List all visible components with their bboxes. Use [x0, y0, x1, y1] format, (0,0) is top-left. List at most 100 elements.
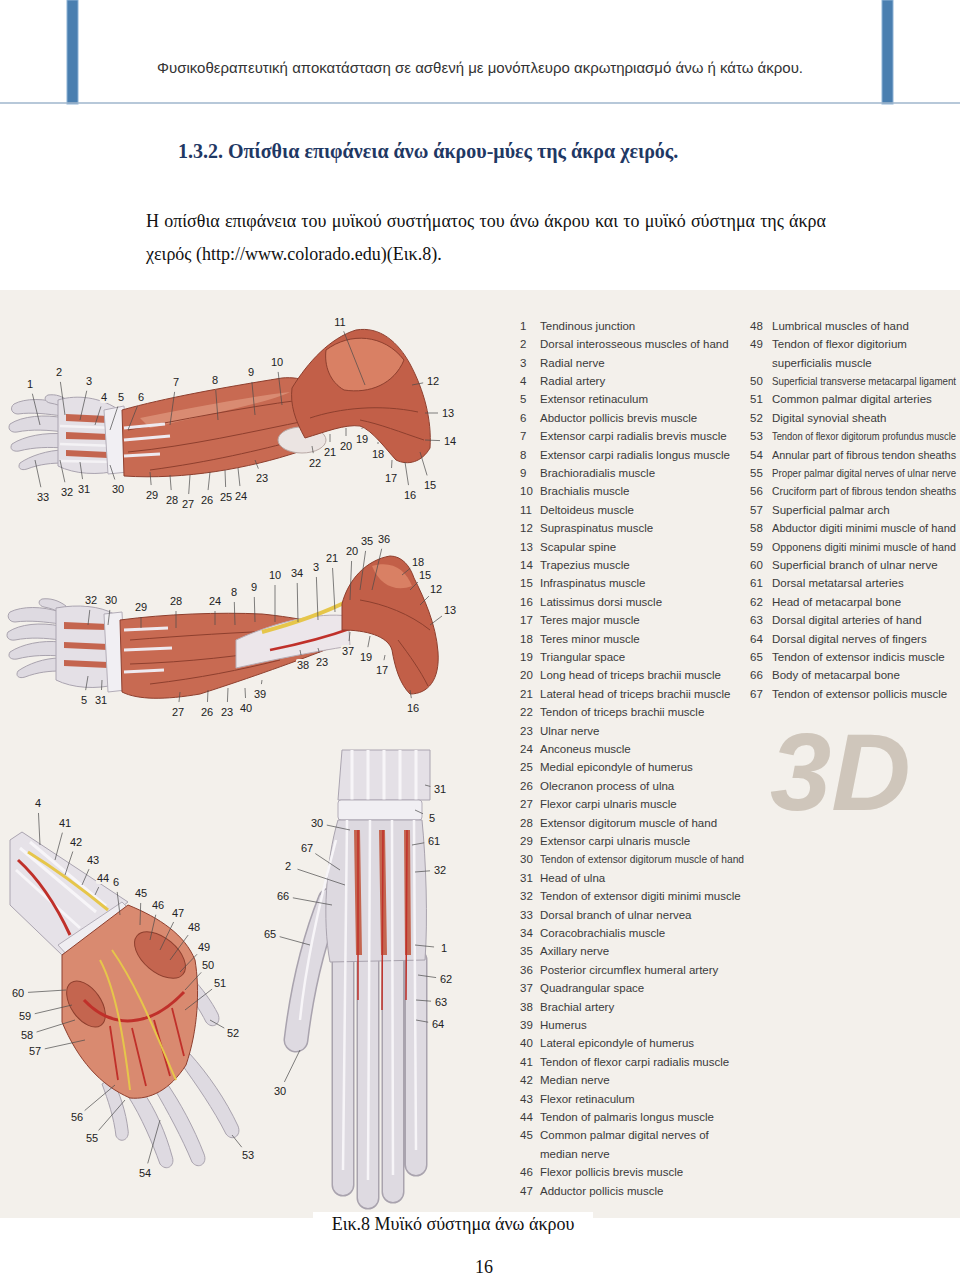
key-number: 37	[520, 979, 533, 997]
leader-line	[410, 690, 411, 698]
leader-line	[420, 452, 427, 475]
key-term: Infraspinatus muscle	[540, 574, 645, 592]
callout-number: 24	[208, 595, 222, 607]
leader-line	[170, 475, 171, 490]
leader-line	[293, 898, 332, 905]
key-term: Brachioradialis muscle	[540, 464, 655, 482]
callout-number: 53	[241, 1149, 255, 1161]
key-term: Olecranon process of ulna	[540, 777, 674, 795]
leader-line	[170, 392, 175, 425]
leader-line	[140, 903, 142, 925]
hand-palmar-view	[84, 992, 184, 1021]
key-term: Body of metacarpal bone	[772, 666, 900, 684]
leader-line	[37, 1020, 75, 1032]
key-number: 10	[520, 482, 533, 500]
callout-number: 8	[230, 586, 238, 598]
key-number: 66	[750, 666, 763, 684]
callout-number: 22	[308, 457, 322, 469]
key-term: Dorsal interosseous muscles of hand	[540, 335, 729, 353]
leader-line	[425, 440, 440, 442]
key-number: 45	[520, 1126, 533, 1144]
key-term: Superficial branch of ulnar nerve	[772, 556, 938, 574]
header-decoration	[0, 0, 960, 104]
callout-number: 18	[371, 448, 385, 460]
leader-line	[32, 394, 40, 425]
callout-number: 16	[403, 489, 417, 501]
key-number: 25	[520, 758, 533, 776]
key-term: Latissimus dorsi muscle	[540, 593, 662, 611]
hand-dorsal-view	[300, 840, 336, 1020]
arm-lateral-view	[140, 392, 290, 428]
key-term: Abductor pollicis brevis muscle	[540, 409, 697, 427]
key-number: 41	[520, 1053, 533, 1071]
key-number: 39	[520, 1016, 533, 1034]
callout-number: 1	[440, 942, 448, 954]
callout-number: 55	[85, 1132, 99, 1144]
key-number: 12	[520, 519, 533, 537]
key-term: Tendon of flexor digitorum profundus mus…	[772, 427, 956, 445]
header-decoration	[0, 102, 960, 104]
hand-palmar-view	[10, 832, 239, 1168]
key-number: 13	[520, 538, 533, 556]
leader-line	[45, 1040, 85, 1049]
leader-line	[420, 596, 429, 605]
key-term: Triangular space	[540, 648, 625, 666]
key-term: Ulnar nerve	[540, 722, 599, 740]
key-number: 27	[520, 795, 533, 813]
callout-number: 52	[226, 1027, 240, 1039]
hand-dorsal-view	[296, 750, 430, 1198]
key-term: Dorsal metatarsal arteries	[772, 574, 904, 592]
key-term: Flexor pollicis brevis muscle	[540, 1163, 683, 1181]
hand-palmar-view	[126, 923, 194, 988]
arm-posterior-view	[64, 622, 108, 668]
key-number: 63	[750, 611, 763, 629]
key-number: 3	[520, 354, 526, 372]
key-number: 51	[750, 390, 763, 408]
hand-palmar-view	[128, 1090, 173, 1168]
callout-number: 2	[284, 860, 292, 872]
leader-line	[176, 611, 177, 628]
key-number: 14	[520, 556, 533, 574]
leader-line	[330, 434, 331, 442]
key-term: Tendinous junction	[540, 317, 635, 335]
key-number: 43	[520, 1090, 533, 1108]
key-number: 2	[520, 335, 526, 353]
leader-line	[35, 1005, 72, 1014]
leader-line	[410, 582, 418, 590]
leader-line	[185, 989, 212, 1010]
callout-number: 20	[339, 440, 353, 452]
callout-number: 66	[276, 890, 290, 902]
key-number: 23	[520, 722, 533, 740]
key-number: 35	[520, 942, 533, 960]
key-number: 52	[750, 409, 763, 427]
callout-number: 41	[58, 817, 72, 829]
key-term: Brachialis muscle	[540, 482, 629, 500]
callout-number: 15	[423, 479, 437, 491]
key-term: Cruciform part of fibrous tendon sheaths	[772, 482, 956, 500]
callout-number: 12	[426, 375, 440, 387]
key-term: Flexor retinaculum	[540, 1090, 635, 1108]
leader-line	[232, 1135, 242, 1147]
header-decoration	[67, 0, 78, 104]
arm-lateral-view	[19, 450, 64, 470]
leader-line	[405, 462, 409, 485]
callout-number: 36	[377, 533, 391, 545]
callout-number: 10	[268, 569, 282, 581]
callout-number: 11	[333, 316, 346, 328]
leader-line	[378, 442, 379, 444]
leader-line	[101, 680, 103, 690]
leader-line	[275, 585, 276, 622]
callout-number: 50	[201, 959, 215, 971]
leader-line	[60, 382, 65, 415]
leader-line	[368, 636, 370, 647]
hand-palmar-view	[18, 860, 70, 935]
leader-line	[318, 648, 319, 652]
arm-lateral-view	[124, 424, 170, 456]
key-number: 9	[520, 464, 526, 482]
leader-line	[238, 468, 240, 486]
arm-posterior-view	[17, 658, 60, 678]
key-number: 47	[520, 1182, 533, 1200]
callout-number: 21	[325, 552, 339, 564]
leader-line	[346, 428, 347, 436]
callout-number: 61	[427, 835, 441, 847]
